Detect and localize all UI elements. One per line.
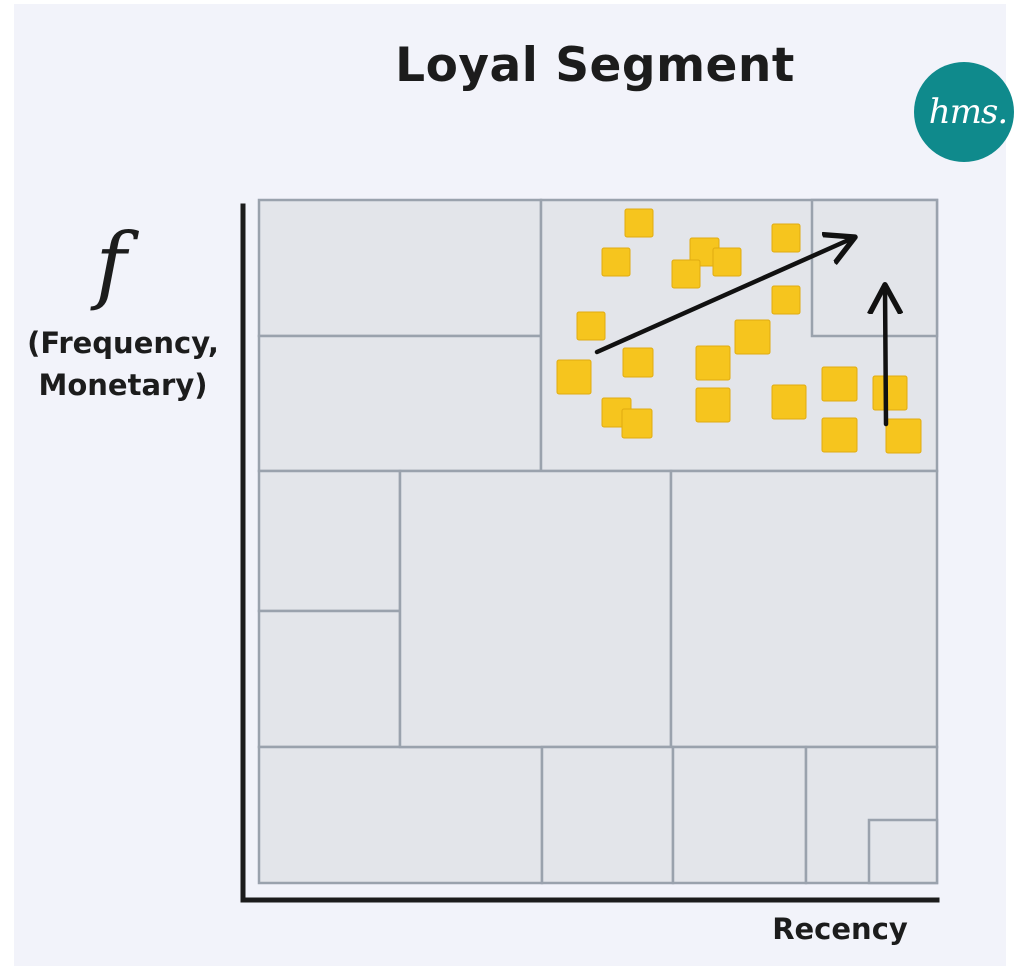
cell-top-left [257,198,543,338]
sticky-note [671,259,701,289]
sticky-note [771,223,801,253]
sticky-note [576,311,606,341]
sticky-note [821,417,858,453]
sticky-note [622,347,654,378]
sticky-note [695,387,731,423]
logo-text: hms. [928,92,1008,132]
cell-left-bottom [257,609,402,749]
frequency-symbol: f [95,215,127,313]
cell-left-middle [257,334,543,473]
sticky-note [771,285,801,315]
sticky-note [601,247,631,277]
cell-center [398,469,673,749]
segment-cells [257,198,939,885]
sticky-note [885,418,922,454]
sticky-note [624,208,654,238]
y-axis-label-line1: (Frequency, [27,326,219,360]
cell-center-right [669,469,939,749]
sticky-note [621,408,653,439]
y-axis-label-line2: Monetary) [38,368,208,403]
hms-logo: hms. [914,62,1014,162]
sticky-notes [556,208,922,454]
sticky-note [872,375,908,411]
x-axis-label: Recency [772,912,908,946]
cell-champions [810,198,939,338]
diagonal-arrow [594,238,853,355]
sticky-note [695,345,731,381]
y-axis-label: (Frequency, Monetary) [16,322,230,406]
cell-bottom-left [257,745,544,885]
cell-bottom-center-right [671,745,808,885]
sticky-note [556,359,592,395]
movement-arrows [594,238,886,427]
vertical-arrow [885,287,886,427]
cell-left-lower [257,469,402,613]
sticky-note [734,319,771,355]
sticky-note [712,247,742,277]
sticky-note [821,366,858,402]
axes [240,203,940,903]
cell-bottom-right-corner [867,818,939,885]
sticky-note [771,384,807,420]
cell-bottom-middle [540,745,675,885]
page-title: Loyal Segment [395,38,795,93]
